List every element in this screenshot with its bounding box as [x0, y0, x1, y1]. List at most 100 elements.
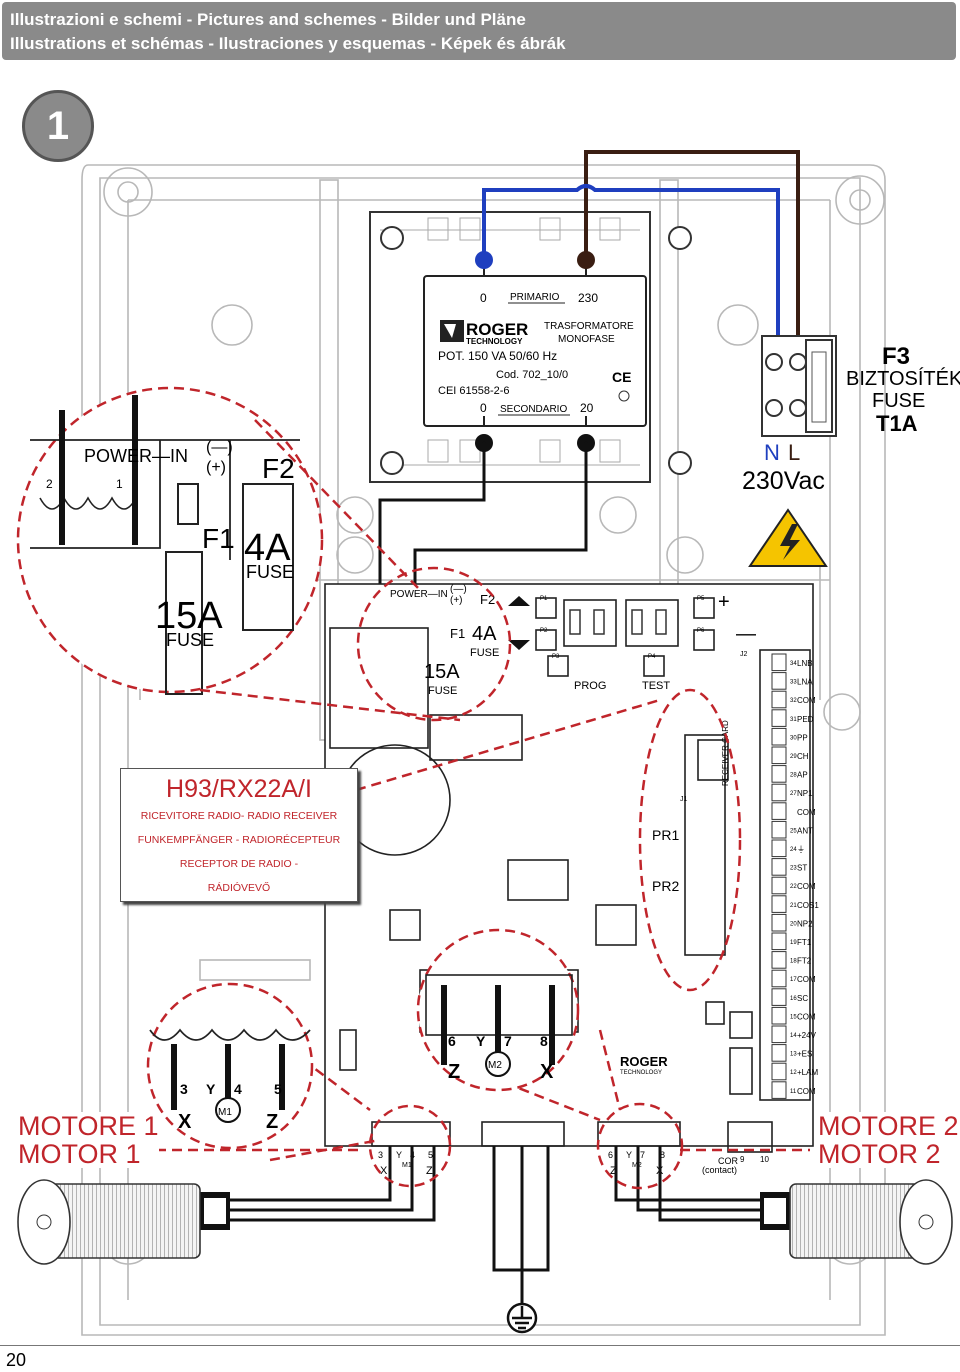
svg-text:5: 5 [274, 1081, 282, 1097]
svg-text:FUSE: FUSE [428, 685, 457, 697]
terminal-screw [771, 1081, 787, 1099]
terminal-screw [771, 951, 787, 969]
transformer-code: Cod. 702_10/0 [496, 369, 568, 381]
terminal-number: 17 [790, 977, 797, 983]
terminal-label: +LAM [797, 1068, 818, 1077]
svg-text:X: X [540, 1061, 554, 1083]
svg-text:9: 9 [740, 1155, 745, 1164]
terminal-label: COM [797, 975, 816, 984]
svg-text:(—): (—) [450, 584, 467, 595]
svg-text:4A: 4A [472, 623, 497, 645]
secondary-0: 0 [480, 401, 487, 415]
terminal-screw [771, 1044, 787, 1062]
terminal-label: LNA [797, 678, 813, 687]
terminal-number: 33 [790, 680, 797, 686]
terminal-number: 23 [790, 866, 797, 872]
receiver-title: H93/RX22A/I [166, 775, 312, 803]
svg-text:4A: 4A [244, 527, 291, 569]
fuse3-name: F3 [882, 343, 910, 370]
terminal-number: 28 [790, 773, 797, 779]
receiver-line-3: RECEPTOR DE RADIO - [179, 858, 299, 870]
svg-text:(contact): (contact) [702, 1165, 737, 1175]
ce-mark: CE [612, 369, 631, 385]
svg-text:Z: Z [266, 1111, 278, 1133]
ground-icon [506, 1302, 538, 1334]
header-line-1: Illustrazioni e schemi - Pictures and sc… [10, 10, 526, 29]
terminal-screw [771, 932, 787, 951]
transformer-power: POT. 150 VA 50/60 Hz [438, 349, 557, 363]
terminal-label: NP1 [797, 789, 813, 798]
terminal-label: AP [797, 771, 808, 780]
terminal-number: 27 [790, 791, 797, 797]
terminal-screw [771, 765, 787, 783]
terminal-screw [771, 802, 787, 820]
svg-text:P6: P6 [697, 628, 705, 634]
terminal-screw [771, 876, 787, 895]
svg-text:FUSE: FUSE [166, 630, 214, 650]
svg-text:2: 2 [46, 477, 53, 491]
terminal-screw [771, 653, 787, 672]
terminal-screw [771, 709, 787, 727]
svg-text:8: 8 [540, 1033, 548, 1049]
terminal-number: 15 [790, 1014, 797, 1020]
cable-glands [200, 1192, 790, 1230]
svg-text:15A: 15A [424, 661, 460, 683]
svg-text:F1: F1 [450, 626, 465, 641]
transformer: 0 PRIMARIO 230 ROGER TECHNOLOGY TRASFORM… [369, 211, 692, 483]
svg-text:6: 6 [448, 1033, 456, 1049]
svg-text:Z: Z [426, 1165, 433, 1177]
terminal-number: 12 [790, 1070, 797, 1076]
mains-n: N [764, 440, 780, 465]
terminal-number: 16 [790, 996, 797, 1002]
terminal-number: 11 [790, 1089, 797, 1095]
svg-text:(+): (+) [450, 595, 463, 606]
footer-rule [0, 1345, 960, 1346]
terminal-number: 14 [790, 1033, 797, 1039]
terminal-screw [771, 690, 787, 709]
terminal-number: 34 [790, 661, 797, 667]
terminal-number: 21 [790, 903, 797, 909]
zoom-motor-1: 3 Y 4 5 X M1 Z [146, 982, 314, 1150]
terminal-screw [771, 895, 787, 913]
terminal-label: COS1 [797, 901, 819, 910]
terminal-number: 24 [790, 847, 797, 853]
svg-text:ROGER: ROGER [620, 1054, 668, 1069]
terminal-label: +24V [797, 1031, 817, 1040]
terminal-label: ⏚ [797, 845, 805, 854]
svg-text:F1: F1 [202, 523, 235, 554]
svg-text:POWER—IN: POWER—IN [84, 446, 188, 466]
svg-text:FUSE: FUSE [470, 647, 499, 659]
terminal-label: COM [797, 808, 816, 817]
svg-text:4: 4 [234, 1081, 242, 1097]
secondary-label: SECONDARIO [500, 404, 567, 415]
svg-text:10: 10 [760, 1155, 769, 1164]
receiver-callout-box: H93/RX22A/I RICEVITORE RADIO- RADIO RECE… [120, 768, 358, 902]
svg-text:M1: M1 [218, 1107, 232, 1118]
terminal-number: 18 [790, 959, 797, 965]
terminal-label: PED [797, 715, 814, 724]
svg-text:M1: M1 [402, 1162, 412, 1169]
svg-text:TEST: TEST [642, 680, 670, 692]
terminal-number: 20 [790, 921, 797, 927]
motor-2-line-1: MOTORE 2 [818, 1111, 959, 1141]
fuse3-line2: FUSE [872, 390, 925, 412]
motor-2-line-2: MOTOR 2 [818, 1139, 941, 1169]
terminal-number: 31 [790, 717, 797, 723]
svg-text:F2: F2 [262, 453, 295, 484]
svg-text:(+): (+) [206, 459, 226, 476]
terminal-label: ANT [797, 826, 813, 835]
transformer-brand: ROGER [466, 320, 528, 339]
terminal-number: 25 [790, 828, 797, 834]
svg-text:J2: J2 [740, 651, 748, 658]
motor-2-icon [789, 1179, 953, 1265]
fuse3-rating: T1A [876, 411, 918, 436]
control-board [324, 583, 814, 1153]
page-header: Illustrazioni e schemi - Pictures and sc… [2, 2, 956, 60]
transformer-type-2: MONOFASE [558, 334, 615, 345]
terminal-label: SC [797, 994, 808, 1003]
primary-230: 230 [578, 291, 598, 305]
high-voltage-warning-icon [748, 508, 828, 567]
svg-text:PR1: PR1 [652, 827, 679, 843]
